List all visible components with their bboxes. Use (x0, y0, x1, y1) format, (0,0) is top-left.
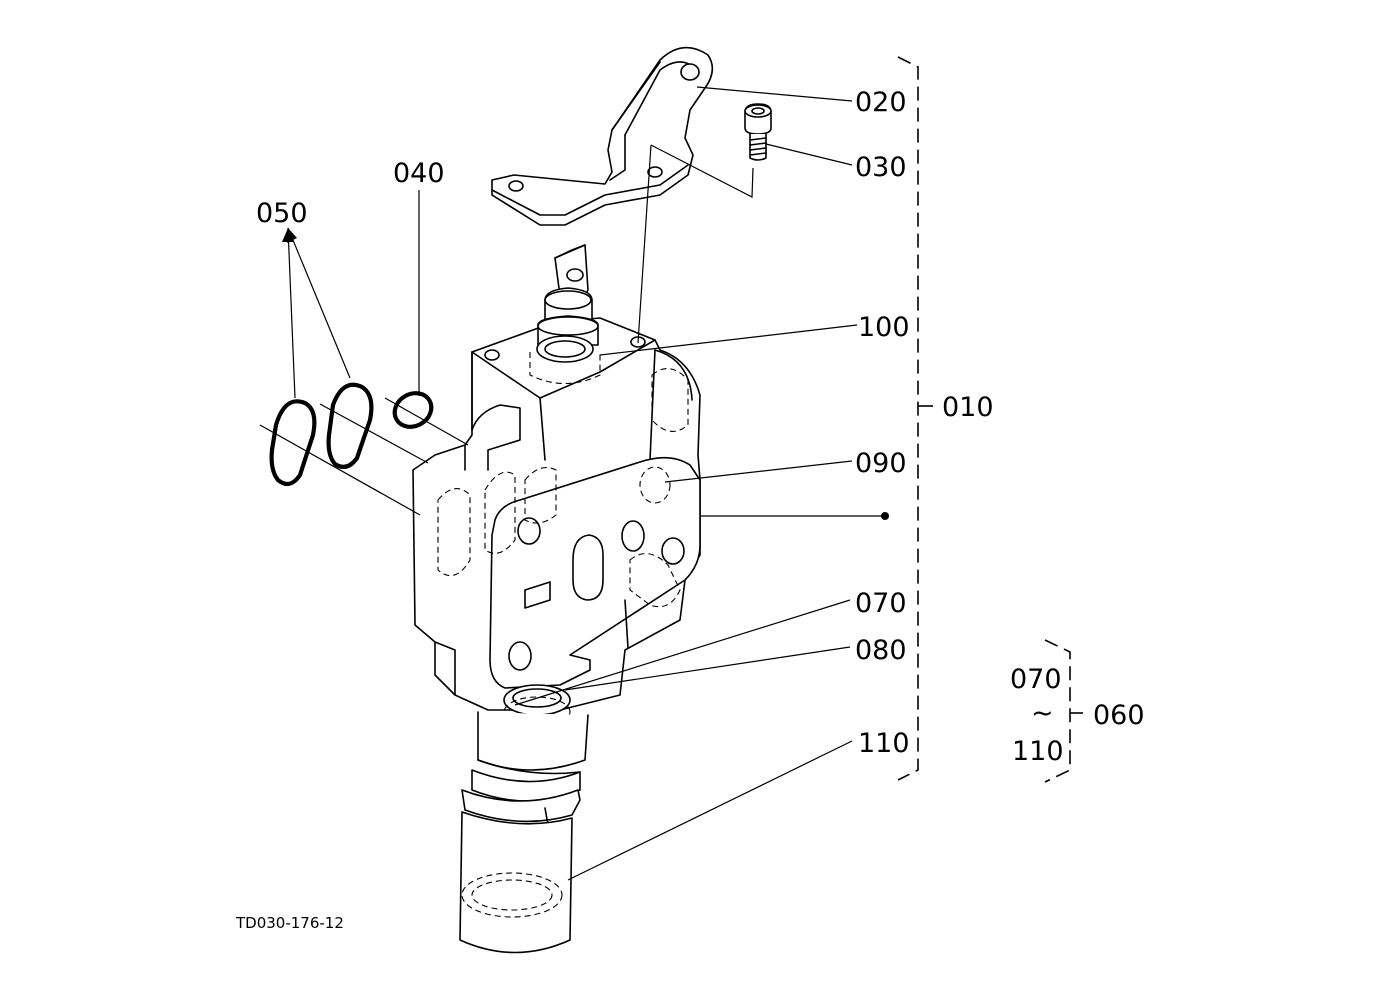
callout-010: 010 (942, 392, 994, 423)
valve-body-part (412, 317, 701, 711)
arrow-heads (282, 228, 889, 520)
assembly-center-lines (259, 397, 469, 516)
callout-020: 020 (855, 87, 907, 118)
plug-cap-part (459, 711, 589, 954)
range-separator: ~ (1031, 698, 1054, 729)
oring-100-part (529, 335, 601, 384)
callout-050: 050 (256, 198, 308, 229)
range-to-label: 110 (1012, 736, 1064, 767)
leader-lines (287, 86, 884, 881)
callout-060: 060 (1093, 700, 1145, 731)
oring-050-part (269, 382, 374, 487)
spool-part (484, 244, 646, 361)
oring-040-part (392, 391, 434, 429)
callout-080: 080 (855, 635, 907, 666)
lever-bracket-part (491, 46, 714, 226)
drawing-id-label: TD030-176-12 (235, 914, 344, 932)
cap-screw-part (744, 103, 772, 161)
callout-100: 100 (858, 312, 910, 343)
callout-110: 110 (858, 728, 910, 759)
range-from-label: 070 (1010, 664, 1062, 695)
callout-040: 040 (393, 158, 445, 189)
bracket-010 (897, 56, 933, 781)
callout-090: 090 (855, 448, 907, 479)
callout-030: 030 (855, 152, 907, 183)
callout-070: 070 (855, 588, 907, 619)
bracket-060 (1044, 639, 1083, 783)
